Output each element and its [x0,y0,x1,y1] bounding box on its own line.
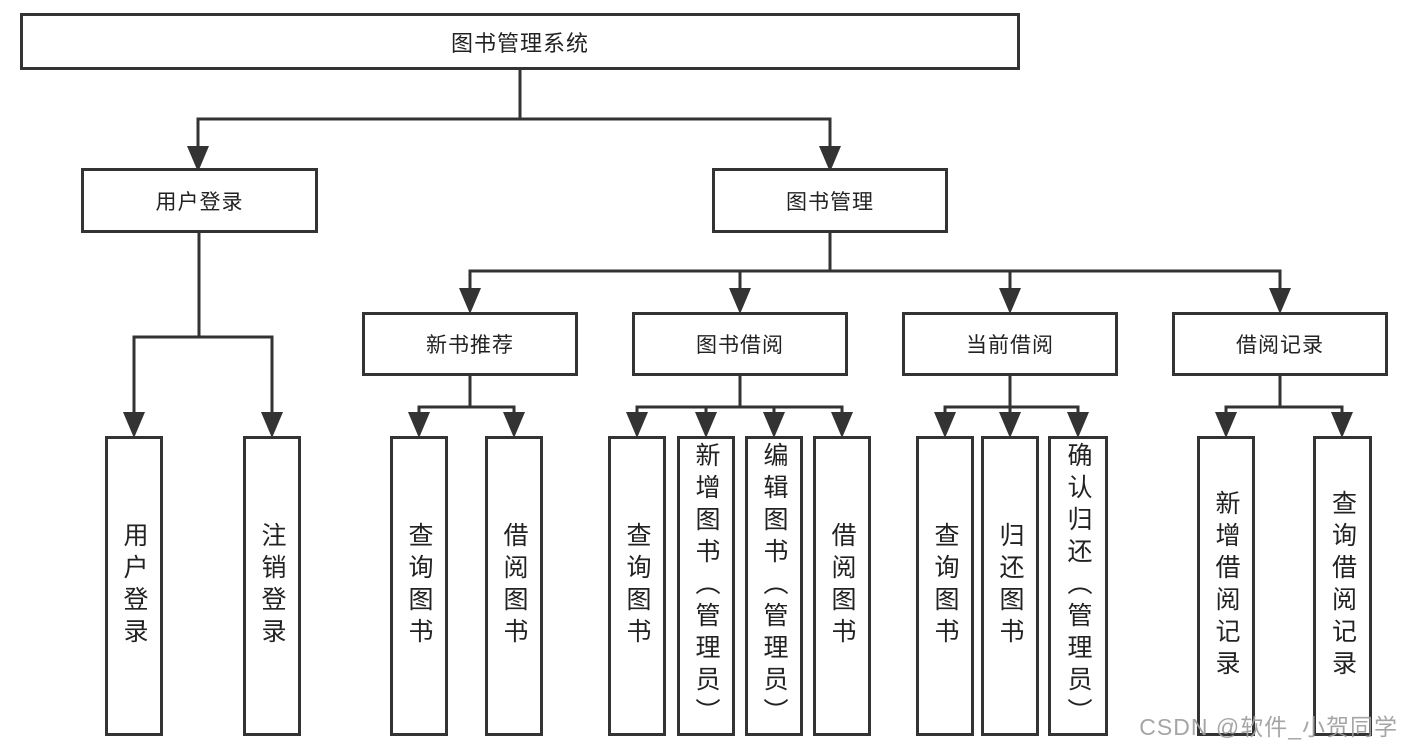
connector-user-login-to-leaves [123,233,283,438]
node-user-login-label: 用户登录 [155,190,244,214]
node-book-management-label: 图书管理 [786,190,874,214]
node-new-book-recommend-label: 新书推荐 [426,334,514,357]
leaf-confirm-return-admin: 确认归还（管理员） [1048,436,1108,736]
node-borrow-records-label: 借阅记录 [1236,334,1324,357]
node-new-book-recommend: 新书推荐 [362,312,578,376]
leaf-query-borrow-record-label: 查询借阅记录 [1328,490,1357,682]
leaf-query-books-borrow: 查询图书 [608,436,666,736]
leaf-user-login: 用户登录 [105,436,163,736]
node-book-borrow: 图书借阅 [632,312,848,376]
leaf-return-books: 归还图书 [981,436,1039,736]
watermark: CSDN @软件_小贺同学 [1139,714,1398,740]
node-root-label: 图书管理系统 [450,30,589,56]
connector-book-borrow-to-leaves [626,376,853,438]
leaf-edit-book-admin-label: 编辑图书（管理员） [760,442,788,730]
leaf-query-books-recommend: 查询图书 [390,436,448,736]
leaf-add-book-admin: 新增图书（管理员） [677,436,735,736]
connector-new-book-recommend-to-leaves [408,376,525,438]
leaf-logout-label: 注销登录 [258,522,286,650]
leaf-borrow-books-label: 借阅图书 [828,522,856,650]
connector-borrow-records-to-leaves [1215,376,1353,438]
leaf-add-borrow-record: 新增借阅记录 [1197,436,1255,736]
leaf-query-books-current-label: 查询图书 [931,522,959,650]
node-user-login: 用户登录 [81,168,318,233]
node-book-borrow-label: 图书借阅 [696,334,784,357]
leaf-query-books-borrow-label: 查询图书 [623,522,651,650]
leaf-confirm-return-admin-label: 确认归还（管理员） [1064,442,1092,730]
leaf-return-books-label: 归还图书 [996,522,1024,650]
connector-book-management-to-level3 [459,233,1291,314]
node-root: 图书管理系统 [20,13,1020,70]
leaf-borrow-books-recommend: 借阅图书 [485,436,543,736]
leaf-user-login-label: 用户登录 [120,522,148,650]
leaf-borrow-books: 借阅图书 [813,436,871,736]
leaf-query-borrow-record: 查询借阅记录 [1313,436,1372,736]
leaf-query-books-recommend-label: 查询图书 [405,522,433,650]
leaf-query-books-current: 查询图书 [916,436,974,736]
leaf-logout: 注销登录 [243,436,301,736]
leaf-add-book-admin-label: 新增图书（管理员） [692,442,720,730]
connector-current-borrow-to-leaves [934,376,1089,438]
node-book-management: 图书管理 [712,168,948,233]
node-borrow-records: 借阅记录 [1172,312,1388,376]
node-current-borrow: 当前借阅 [902,312,1118,376]
leaf-edit-book-admin: 编辑图书（管理员） [745,436,803,736]
node-current-borrow-label: 当前借阅 [966,334,1054,357]
connector-root-to-level2 [187,68,841,172]
leaf-add-borrow-record-label: 新增借阅记录 [1212,490,1240,682]
leaf-borrow-books-recommend-label: 借阅图书 [500,522,528,650]
